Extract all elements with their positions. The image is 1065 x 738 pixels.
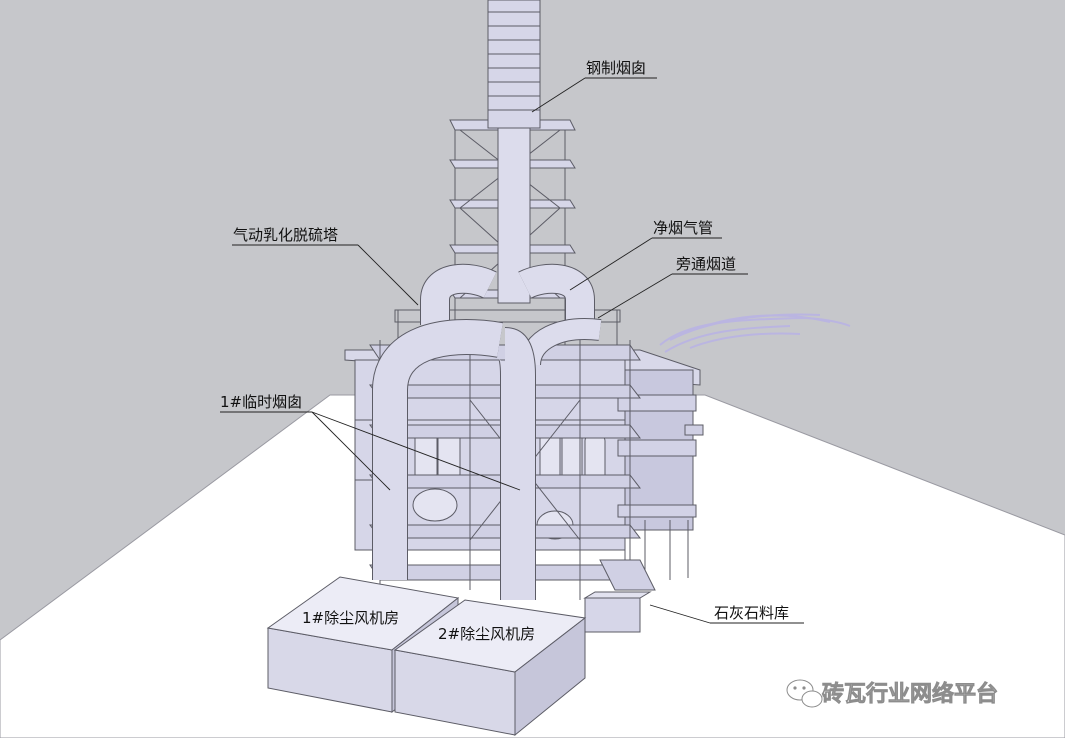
- clean-flue-pipes: [420, 263, 595, 325]
- watermark-text: 砖瓦行业网络平台: [822, 681, 998, 707]
- label-limestone-storage: 石灰石料库: [714, 604, 789, 622]
- wechat-icon: [786, 679, 823, 708]
- label-temporary-chimney: 1#临时烟囱: [220, 393, 302, 411]
- label-fan-room-1: 1#除尘风机房: [302, 609, 399, 627]
- label-fan-room-2: 2#除尘风机房: [438, 625, 535, 643]
- label-steel-chimney: 钢制烟囱: [586, 59, 646, 77]
- fan-room-1: [266, 576, 460, 714]
- temporary-chimney: [372, 319, 536, 600]
- watermark: 砖瓦行业网络平台: [786, 679, 998, 708]
- limestone-storage: [583, 559, 656, 633]
- steel-chimney: [487, 0, 541, 304]
- steam-plume: [659, 313, 851, 353]
- fan-room-2: [393, 599, 587, 737]
- internal-tanks: [412, 429, 606, 540]
- label-desulfurization-tower: 气动乳化脱硫塔: [233, 226, 338, 244]
- leader-lines: [220, 77, 804, 624]
- label-clean-flue-pipe: 净烟气管: [653, 219, 713, 237]
- label-bypass-flue: 旁通烟道: [676, 255, 736, 273]
